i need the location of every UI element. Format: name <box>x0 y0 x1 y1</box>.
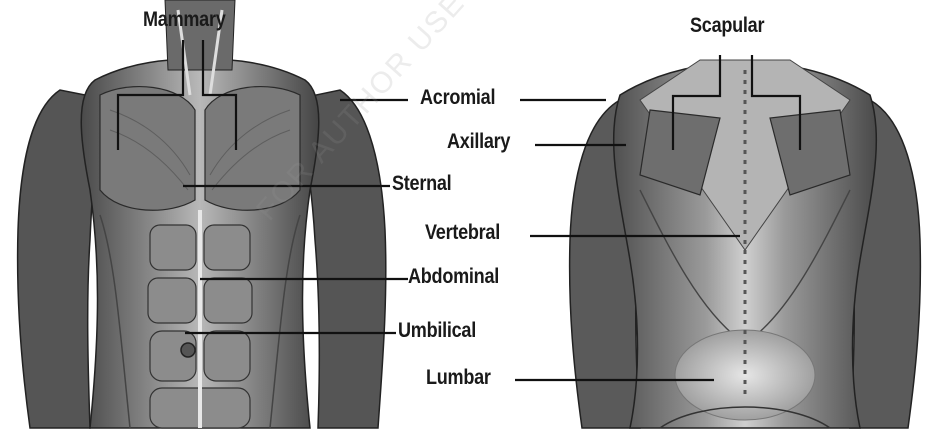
label-axillary: Axillary <box>447 130 511 153</box>
mammary-leader <box>116 40 238 150</box>
label-mammary: Mammary <box>143 8 226 31</box>
scapular-leader <box>671 55 802 150</box>
label-scapular: Scapular <box>690 14 765 37</box>
abdominal-muscles <box>147 224 253 429</box>
label-abdominal: Abdominal <box>408 265 499 288</box>
right-scapula <box>769 109 851 196</box>
label-vertebral: Vertebral <box>425 221 500 244</box>
leader-lines <box>116 40 802 382</box>
front-torso <box>16 0 387 429</box>
umbilicus <box>180 342 196 358</box>
right-pectoral <box>204 85 301 211</box>
back-torso <box>568 59 922 429</box>
label-lumbar: Lumbar <box>426 366 491 389</box>
left-pectoral <box>99 85 196 211</box>
label-sternal: Sternal <box>392 172 452 195</box>
label-acromial: Acromial <box>420 86 496 109</box>
label-umbilical: Umbilical <box>398 319 476 342</box>
front-right-arm <box>291 89 387 429</box>
left-scapula <box>639 109 721 196</box>
